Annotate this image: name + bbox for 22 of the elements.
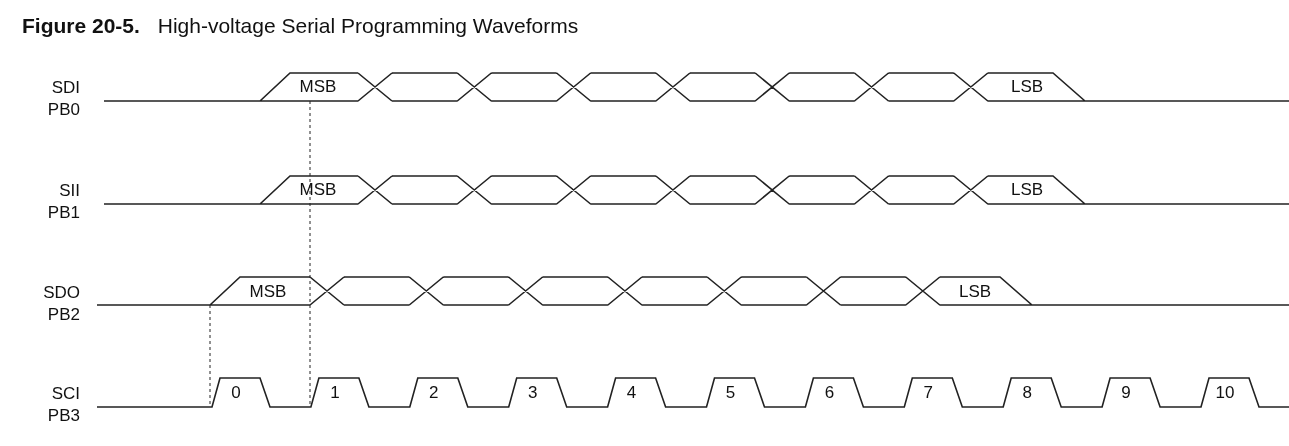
clock-cycle-number: 0 [231, 382, 241, 404]
bit-label: MSB [249, 281, 287, 303]
bit-label: MSB [299, 179, 337, 201]
signal-name: SDO PB2 [42, 282, 80, 326]
clock-cycle-number: 1 [330, 382, 340, 404]
figure-title: Figure 20-5. High-voltage Serial Programming Waveforms [22, 14, 579, 38]
signal-name: SDI PB0 [46, 77, 80, 121]
clock-cycle-number: 4 [626, 382, 637, 404]
clock-cycle-number: 7 [923, 382, 934, 404]
clock-cycle-number: 8 [1022, 382, 1032, 404]
bit-label: LSB [1010, 179, 1044, 201]
clock-cycle-number: 2 [429, 382, 439, 404]
signal-name: SCI PB3 [46, 383, 80, 427]
clock-cycle-number: 9 [1121, 382, 1131, 404]
bit-label: MSB [299, 76, 337, 98]
bit-label: LSB [1010, 76, 1044, 98]
clock-cycle-number: 6 [824, 382, 835, 404]
bit-label: LSB [958, 281, 992, 303]
clock-cycle-number: 3 [527, 382, 538, 404]
signal-name: SII PB1 [46, 180, 80, 224]
clock-cycle-number: 10 [1215, 382, 1235, 404]
clock-cycle-number: 5 [725, 382, 736, 404]
